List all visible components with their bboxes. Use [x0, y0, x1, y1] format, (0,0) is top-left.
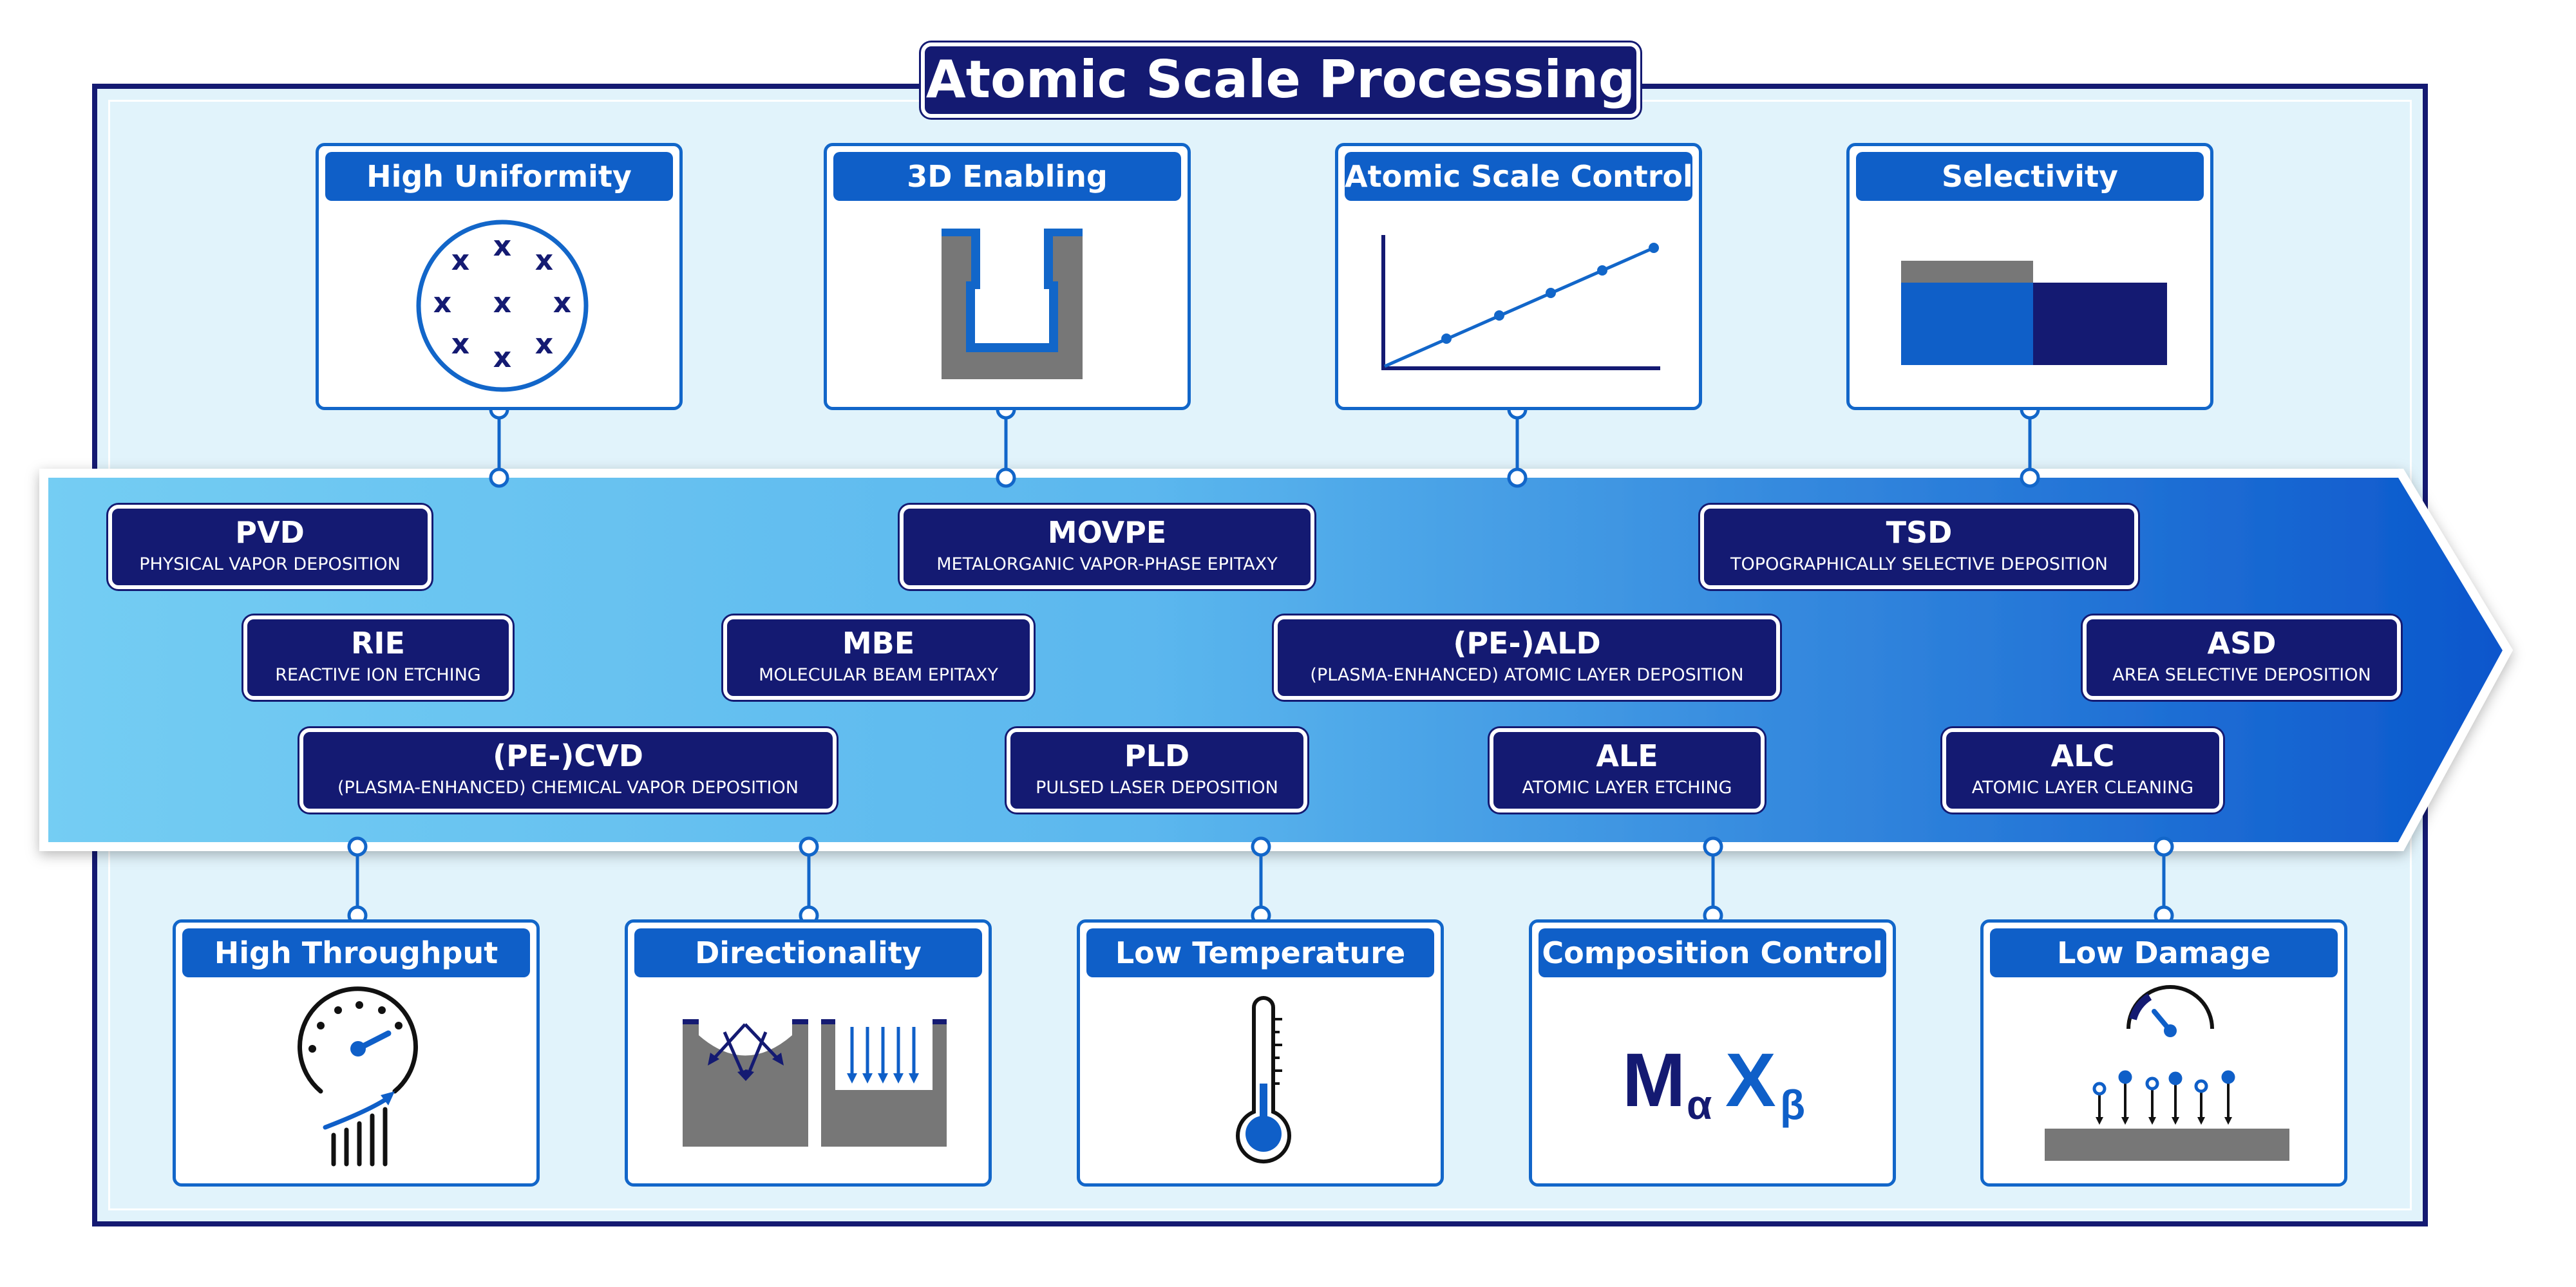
property-card-selectivity: Selectivity [1846, 143, 2213, 410]
connector-node [2020, 467, 2040, 488]
connector-node [1703, 836, 1723, 857]
property-card-low-damage: Low Damage [1980, 919, 2347, 1187]
process-full-name: (PLASMA-ENHANCED) ATOMIC LAYER DEPOSITIO… [1310, 665, 1744, 685]
linear-growth-plot-icon [1381, 235, 1660, 370]
connector-node [2154, 836, 2174, 857]
property-card-low-temperature: Low Temperature [1077, 919, 1444, 1187]
connector-node [347, 836, 368, 857]
formula-icon: M α X β [1622, 1038, 1805, 1128]
process-pe-cvd: (PE-)CVD (PLASMA-ENHANCED) CHEMICAL VAPO… [299, 728, 837, 813]
process-full-name: (PLASMA-ENHANCED) CHEMICAL VAPOR DEPOSIT… [337, 778, 799, 798]
selective-layers-icon [1901, 261, 2167, 365]
process-full-name: PULSED LASER DEPOSITION [1036, 778, 1278, 798]
property-card-title: Composition Control [1539, 928, 1886, 977]
process-full-name: ATOMIC LAYER CLEANING [1971, 778, 2194, 798]
formula-alpha: α [1687, 1082, 1712, 1128]
process-asd: ASD AREA SELECTIVE DEPOSITION [2083, 615, 2401, 700]
connector-node [489, 467, 509, 488]
speedometer-icon [298, 986, 418, 1167]
svg-text:x: x [553, 287, 571, 319]
process-full-name: REACTIVE ION ETCHING [275, 665, 481, 685]
svg-text:x: x [493, 341, 511, 374]
process-abbr: TSD [1886, 515, 1953, 550]
process-tsd: TSD TOPOGRAPHICALLY SELECTIVE DEPOSITION [1700, 505, 2138, 589]
low-damage-ions-icon [2045, 985, 2289, 1161]
property-card-title: Selectivity [1856, 152, 2204, 201]
connector-node [1251, 836, 1271, 857]
process-pvd: PVD PHYSICAL VAPOR DEPOSITION [108, 505, 431, 589]
process-abbr: ALC [2050, 738, 2115, 773]
property-card-high-throughput: High Throughput [173, 919, 540, 1187]
process-full-name: TOPOGRAPHICALLY SELECTIVE DEPOSITION [1730, 554, 2108, 574]
connector-node [1507, 467, 1528, 488]
process-full-name: ATOMIC LAYER ETCHING [1522, 778, 1732, 798]
process-abbr: ASD [2207, 626, 2277, 661]
property-card-atomic-scale-control: Atomic Scale Control [1335, 143, 1702, 410]
process-abbr: (PE-)ALD [1453, 626, 1601, 661]
property-card-composition-control: Composition Control M α X β [1529, 919, 1896, 1187]
process-pe-ald: (PE-)ALD (PLASMA-ENHANCED) ATOMIC LAYER … [1274, 615, 1780, 700]
process-full-name: MOLECULAR BEAM EPITAXY [759, 665, 998, 685]
formula-beta: β [1780, 1082, 1805, 1128]
trench-conformal-icon [942, 229, 1083, 379]
process-rie: RIE REACTIVE ION ETCHING [243, 615, 513, 700]
process-abbr: ALE [1596, 738, 1658, 773]
property-card-title: Low Damage [1990, 928, 2338, 977]
formula-x: X [1725, 1038, 1776, 1123]
process-abbr: MBE [842, 626, 915, 661]
process-full-name: AREA SELECTIVE DEPOSITION [2112, 665, 2371, 685]
svg-text:x: x [493, 287, 511, 319]
svg-text:x: x [535, 328, 553, 361]
process-mbe: MBE MOLECULAR BEAM EPITAXY [723, 615, 1034, 700]
directional-trench-icon [683, 1019, 947, 1147]
process-pld: PLD PULSED LASER DEPOSITION [1007, 728, 1307, 813]
process-full-name: METALORGANIC VAPOR-PHASE EPITAXY [936, 554, 1278, 574]
svg-text:x: x [493, 230, 511, 263]
process-abbr: (PE-)CVD [493, 738, 643, 773]
property-card-title: 3D Enabling [833, 152, 1181, 201]
property-card-3d-enabling: 3D Enabling [824, 143, 1191, 410]
svg-text:x: x [535, 244, 553, 277]
connector-node [799, 836, 819, 857]
connector-node [996, 467, 1016, 488]
process-movpe: MOVPE METALORGANIC VAPOR-PHASE EPITAXY [900, 505, 1314, 589]
process-alc: ALC ATOMIC LAYER CLEANING [1942, 728, 2223, 813]
svg-text:x: x [433, 287, 451, 319]
property-card-title: High Throughput [182, 928, 530, 977]
process-abbr: PVD [235, 515, 305, 550]
process-abbr: MOVPE [1047, 515, 1167, 550]
svg-text:x: x [451, 328, 469, 361]
property-card-title: Atomic Scale Control [1345, 152, 1693, 201]
process-ale: ALE ATOMIC LAYER ETCHING [1490, 728, 1765, 813]
process-abbr: RIE [351, 626, 405, 661]
property-card-title: Directionality [634, 928, 982, 977]
formula-m: M [1622, 1038, 1685, 1123]
thermometer-icon [1236, 996, 1291, 1164]
property-card-title: High Uniformity [325, 152, 673, 201]
property-card-title: Low Temperature [1086, 928, 1434, 977]
process-abbr: PLD [1124, 738, 1190, 773]
property-card-directionality: Directionality [625, 919, 992, 1187]
main-title: Atomic Scale Processing [921, 42, 1640, 118]
svg-text:x: x [451, 244, 469, 277]
process-full-name: PHYSICAL VAPOR DEPOSITION [139, 554, 401, 574]
